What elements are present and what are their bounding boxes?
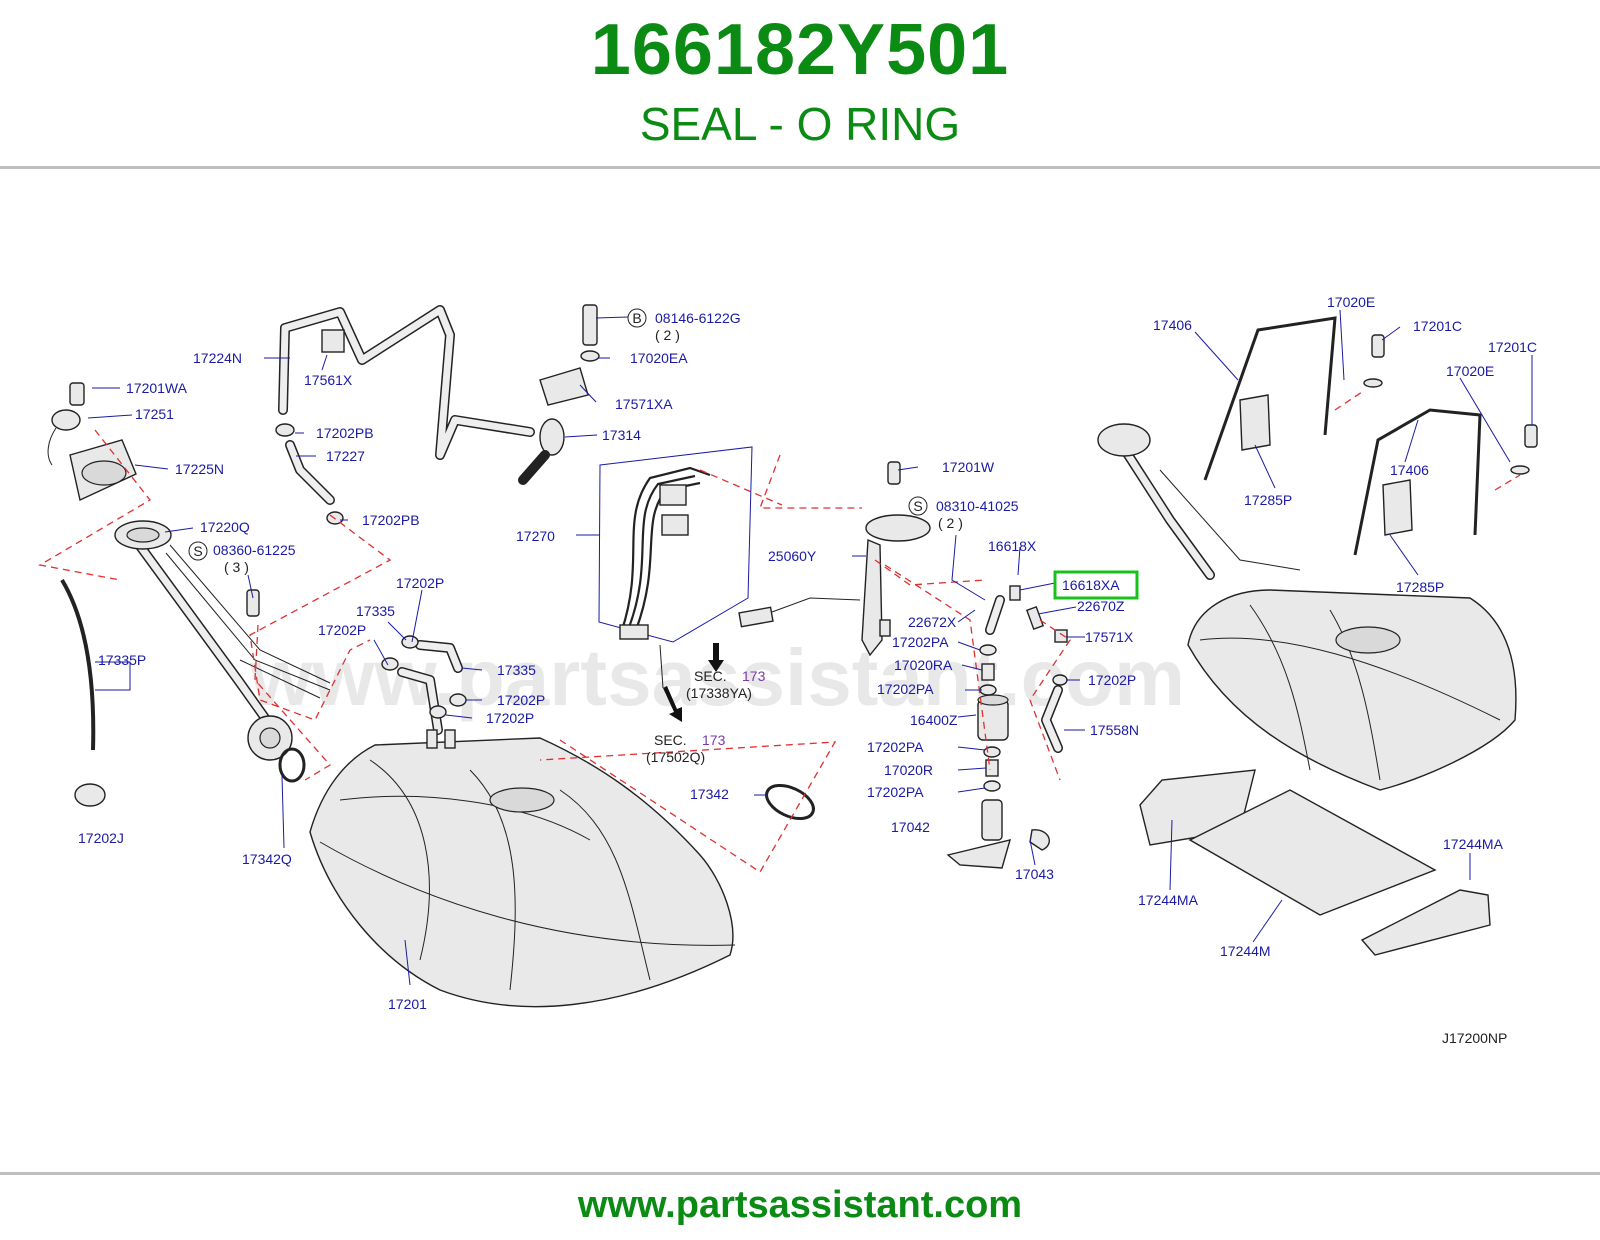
label-17558N[interactable]: 17558N [1090,722,1139,738]
highlight-box [1053,570,1139,600]
sec-ref-1[interactable]: SEC. [694,668,727,684]
label-08310-qty: ( 2 ) [938,515,963,531]
label-17225N[interactable]: 17225N [175,461,224,477]
label-17224N[interactable]: 17224N [193,350,242,366]
o-ring-17342 [765,783,815,821]
label-17406-b[interactable]: 17406 [1390,462,1429,478]
svg-text:B: B [632,310,641,326]
fuel-level-sender-25060Y [738,461,931,657]
label-17571XA[interactable]: 17571XA [615,396,673,412]
label-17335-b[interactable]: 17335 [497,662,536,678]
label-17202PB-2[interactable]: 17202PB [362,512,420,528]
label-17201WA[interactable]: 17201WA [126,380,188,396]
label-17285P-b[interactable]: 17285P [1396,579,1444,595]
label-17342Q[interactable]: 17342Q [242,851,292,867]
label-22672X[interactable]: 22672X [908,614,957,630]
label-17244MA-a[interactable]: 17244MA [1443,836,1504,852]
label-17020E-b[interactable]: 17020E [1446,363,1494,379]
label-17251[interactable]: 17251 [135,406,174,422]
breather-tube-17335P [60,578,96,751]
label-22670Z[interactable]: 22670Z [1077,598,1125,614]
diagram-code: J17200NP [1442,1030,1507,1046]
label-16618X[interactable]: 16618X [988,538,1037,554]
label-17201[interactable]: 17201 [388,996,427,1012]
part-number-title: 166182Y501 [590,10,1010,90]
label-17202PA-2[interactable]: 17202PA [877,681,934,697]
label-17020R[interactable]: 17020R [884,762,933,778]
tube-assembly-17270 [598,446,753,643]
marker-B: B [627,308,647,328]
sec-ref-1-number[interactable]: 173 [742,668,766,684]
label-17202PA-1[interactable]: 17202PA [892,634,949,650]
sec-arrow-1 [708,643,724,672]
fuel-pump-stack [946,585,1068,869]
fuel-cap-assembly [47,382,137,502]
label-17227[interactable]: 17227 [326,448,365,464]
bracket-17571XA [539,304,600,406]
sec-ref-1-part[interactable]: (17338YA) [686,685,752,701]
label-17020EA[interactable]: 17020EA [630,350,688,366]
label-17202P-e[interactable]: 17202P [1088,672,1136,688]
label-17244MA-b[interactable]: 17244MA [1138,892,1199,908]
label-17202P-c[interactable]: 17202P [497,692,545,708]
label-17314[interactable]: 17314 [602,427,641,443]
label-17042[interactable]: 17042 [891,819,930,835]
label-17285P-a[interactable]: 17285P [1244,492,1292,508]
label-17342[interactable]: 17342 [690,786,729,802]
label-17571X[interactable]: 17571X [1085,629,1134,645]
footer-divider [0,1172,1600,1175]
label-17202P-a[interactable]: 17202P [396,575,444,591]
label-08310-41025[interactable]: 08310-41025 [936,498,1019,514]
bolt-08360 [246,589,260,617]
label-17202PA-4[interactable]: 17202PA [867,784,924,800]
label-17201C-a[interactable]: 17201C [1413,318,1462,334]
label-17202PB-1[interactable]: 17202PB [316,425,374,441]
label-16618XA[interactable]: 16618XA [1062,577,1120,593]
label-17043[interactable]: 17043 [1015,866,1054,882]
label-17406-a[interactable]: 17406 [1153,317,1192,333]
marker-S-2: S [908,496,928,516]
label-17202PA-3[interactable]: 17202PA [867,739,924,755]
label-17201W[interactable]: 17201W [942,459,995,475]
label-08360-qty: ( 3 ) [224,559,249,575]
fuel-tank-17201 [309,729,736,1008]
leader-lines [87,309,1533,986]
label-17201C-b[interactable]: 17201C [1488,339,1537,355]
sec-ref-2-part[interactable]: (17502Q) [646,749,705,765]
label-17202P-d[interactable]: 17202P [486,710,534,726]
label-17020RA[interactable]: 17020RA [894,657,953,673]
evap-tube-17224N [278,305,565,485]
label-17202P-b[interactable]: 17202P [318,622,366,638]
label-25060Y[interactable]: 25060Y [768,548,817,564]
label-17335P[interactable]: 17335P [98,652,146,668]
label-17202J[interactable]: 17202J [78,830,124,846]
label-17561X[interactable]: 17561X [304,372,353,388]
filler-neck-tube [114,520,331,761]
label-17335-a[interactable]: 17335 [356,603,395,619]
o-ring-17342Q [278,747,306,783]
footer-url[interactable]: www.partsassistant.com [577,1184,1023,1226]
marker-S-1: S [188,541,208,561]
label-08360-61225[interactable]: 08360-61225 [213,542,296,558]
sec-ref-2[interactable]: SEC. [654,732,687,748]
part-description: SEAL - O RING [639,98,961,150]
label-17020E-a[interactable]: 17020E [1327,294,1375,310]
sec-arrow-2 [663,686,682,722]
grommet-17202J [74,783,106,807]
label-08146-6122G[interactable]: 08146-6122G [655,310,741,326]
dashed-guides [38,389,1521,873]
fuel-tank-assembly-right [1097,316,1538,956]
svg-text:S: S [193,543,202,559]
label-08146-qty: ( 2 ) [655,327,680,343]
svg-text:S: S [913,498,922,514]
hose-17335 [381,635,467,735]
label-17270[interactable]: 17270 [516,528,555,544]
header-divider [0,166,1600,169]
label-17220Q[interactable]: 17220Q [200,519,250,535]
label-17244M[interactable]: 17244M [1220,943,1271,959]
sec-ref-2-number[interactable]: 173 [702,732,726,748]
label-16400Z[interactable]: 16400Z [910,712,958,728]
